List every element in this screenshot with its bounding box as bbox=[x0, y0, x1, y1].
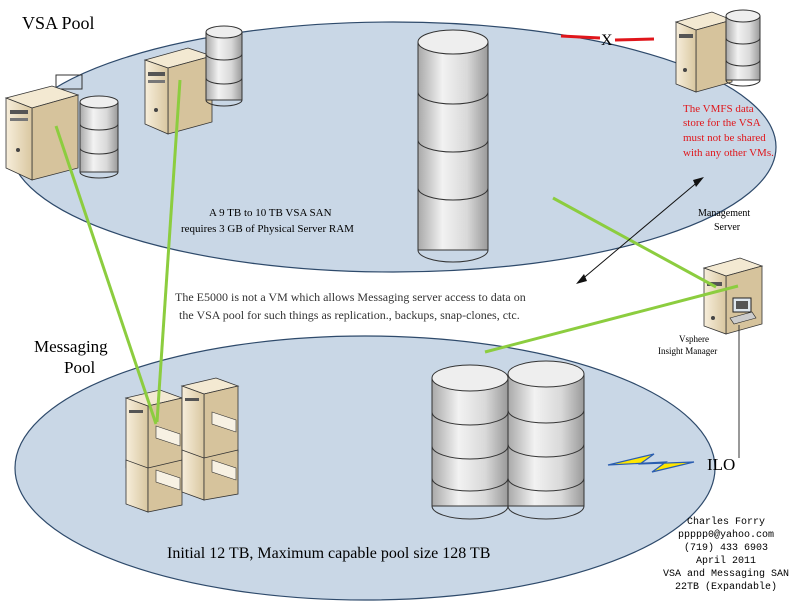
vsa-san-note-line-2: requires 3 GB of Physical Server RAM bbox=[181, 223, 354, 235]
vsa-san-note-line-1: A 9 TB to 10 TB VSA SAN bbox=[209, 207, 332, 219]
vsa-server-right-icon bbox=[143, 47, 214, 135]
e5000-note-line-2: the VSA pool for such things as replicat… bbox=[179, 308, 520, 322]
green-link-vsa-left-to-messaging bbox=[54, 125, 158, 425]
management-label-line-1: Management bbox=[698, 208, 750, 219]
vsa-storage-stack-icon bbox=[417, 29, 489, 263]
management-label-line-2: Server bbox=[714, 222, 741, 233]
isolated-vmfs-server-icon bbox=[674, 11, 734, 93]
blocked-link-left bbox=[560, 34, 601, 40]
green-link-storage-to-management bbox=[552, 196, 717, 289]
warning-line-3: must not be shared bbox=[683, 132, 766, 144]
messaging-pool-size-note: Initial 12 TB, Maximum capable pool size… bbox=[167, 545, 490, 562]
vsa-disk-left-icon bbox=[79, 95, 119, 179]
green-link-messaging-to-management bbox=[484, 284, 739, 354]
messaging-pool-title-line-1: Messaging bbox=[34, 337, 108, 356]
vsa-pool-title: VSA Pool bbox=[22, 13, 95, 33]
author-project: VSA and Messaging SAN bbox=[663, 568, 789, 580]
blocked-x-mark: X bbox=[601, 32, 613, 49]
author-phone: (719) 433 6903 bbox=[684, 542, 768, 554]
vsphere-label-line-2: Insight Manager bbox=[658, 346, 717, 356]
management-arrow bbox=[576, 177, 704, 284]
warning-line-4: with any other VMs. bbox=[683, 147, 774, 159]
warning-line-2: store for the VSA bbox=[683, 117, 761, 129]
author-name: Charles Forry bbox=[687, 516, 765, 528]
vsa-pool-ellipse bbox=[9, 21, 777, 273]
messaging-pool-title-line-2: Pool bbox=[64, 358, 95, 377]
blocked-link-right bbox=[614, 37, 655, 42]
messaging-storage-stack-right-icon bbox=[507, 360, 585, 520]
author-email: ppppp0@yahoo.com bbox=[678, 529, 774, 541]
isolated-vmfs-disk-icon bbox=[725, 9, 761, 87]
lightning-bolt-icon bbox=[607, 453, 695, 473]
author-date: April 2011 bbox=[696, 555, 756, 567]
author-capacity: 22TB (Expandable) bbox=[675, 581, 777, 593]
ilo-label: ILO bbox=[707, 455, 735, 474]
warning-line-1: The VMFS data bbox=[683, 103, 754, 115]
green-link-vsa-right-to-messaging bbox=[155, 79, 182, 423]
e5000-note-line-1: The E5000 is not a VM which allows Messa… bbox=[175, 290, 526, 304]
vsphere-label-line-1: Vsphere bbox=[679, 334, 709, 344]
management-server-icon bbox=[702, 257, 764, 335]
vsa-disk-right-icon bbox=[205, 25, 243, 107]
messaging-storage-stack-left-icon bbox=[431, 364, 509, 520]
messaging-server-cluster-icon bbox=[124, 377, 240, 513]
